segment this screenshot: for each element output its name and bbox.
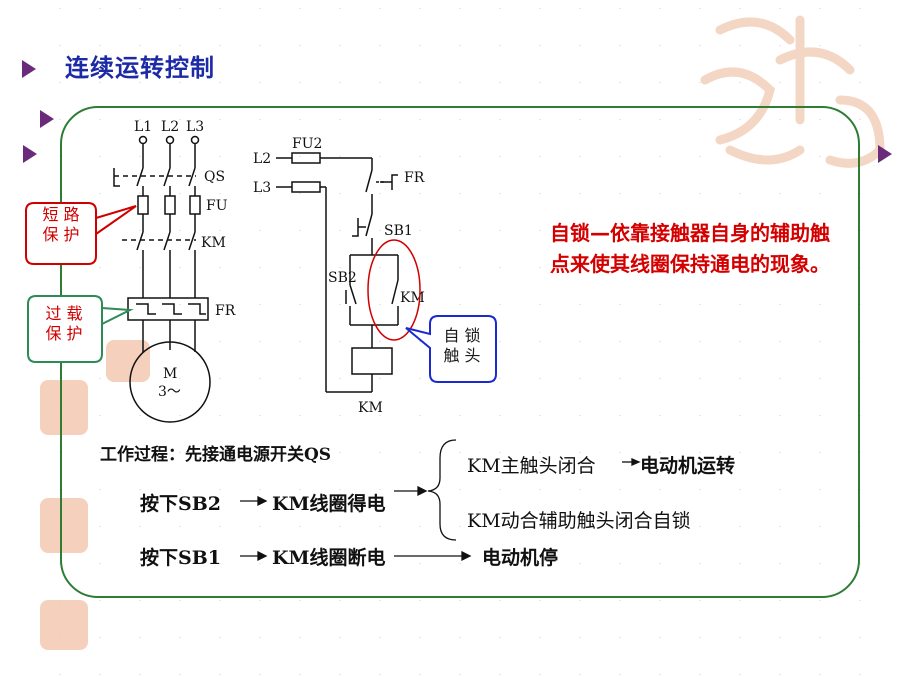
self-lock-label: 自 锁 触 头 — [443, 326, 481, 365]
branch1-text: KM主触头闭合 — [467, 455, 596, 477]
km-aux-label: KM — [400, 290, 425, 306]
phase-label-l3: L3 — [186, 119, 204, 135]
motor-label: M — [163, 366, 177, 382]
step1-result: KM线圈得电 — [272, 493, 386, 515]
qs-label: QS — [204, 169, 225, 185]
km-main-label: KM — [201, 235, 226, 251]
self-lock-callout — [405, 315, 497, 383]
phase-label-l1: L1 — [134, 119, 152, 135]
branch2-text: KM动合辅助触头闭合自锁 — [467, 510, 691, 532]
self-lock-definition: 自锁—依靠接触器自身的辅助触点来使其线圈保持通电的现象。 — [550, 221, 830, 276]
bullet-icon — [23, 145, 37, 163]
fr-main-label: FR — [215, 303, 236, 319]
overload-label: 过 载 保 护 — [45, 304, 83, 343]
overload-callout — [27, 295, 134, 363]
fr-contact-label: FR — [404, 170, 425, 186]
sb2-label: SB2 — [328, 270, 357, 286]
fu-label: FU — [206, 198, 228, 214]
sb1-label: SB1 — [384, 223, 413, 239]
bullet-icon — [40, 110, 54, 128]
km-coil-label: KM — [358, 400, 383, 416]
l2-label: L2 — [253, 151, 271, 167]
bullet-icon — [22, 60, 36, 78]
phase-label-l2: L2 — [161, 119, 179, 135]
l3-label: L3 — [253, 180, 271, 196]
step1-action: 按下SB2 — [140, 493, 222, 515]
decorative-stamp-icon — [40, 340, 150, 650]
short-circuit-callout — [25, 202, 137, 265]
step2-action: 按下SB1 — [140, 547, 222, 569]
process-heading: 工作过程：先接通电源开关QS — [100, 445, 332, 465]
short-circuit-label: 短 路 保 护 — [42, 205, 80, 244]
branch1-result: 电动机运转 — [640, 455, 736, 477]
step2-result: KM线圈断电 — [272, 547, 386, 569]
self-lock-highlight — [367, 239, 421, 341]
fu2-label: FU2 — [292, 136, 322, 152]
bullet-icon — [878, 145, 892, 163]
slide-title: 连续运转控制 — [65, 54, 215, 82]
step2-final: 电动机停 — [482, 547, 559, 569]
motor-phase-label: 3～ — [158, 384, 181, 400]
